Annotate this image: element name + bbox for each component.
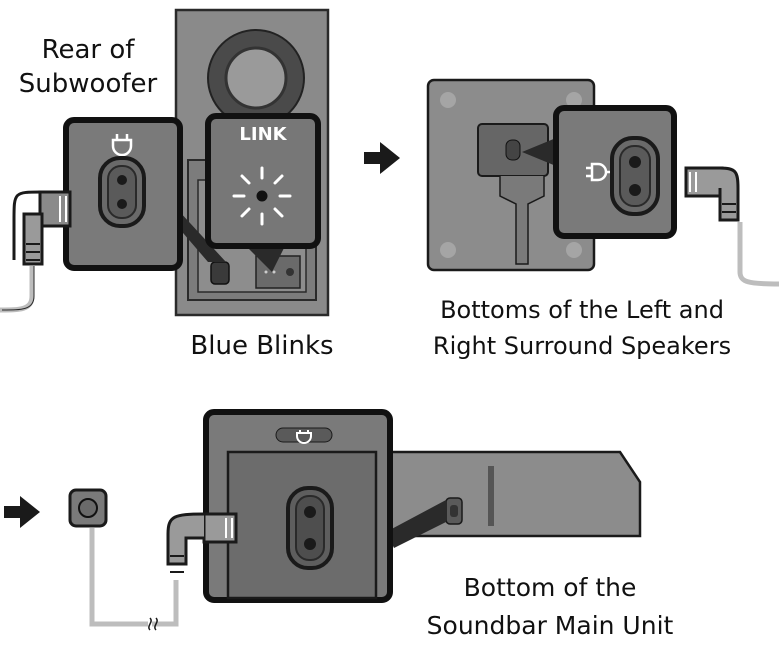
subwoofer-power-socket xyxy=(210,261,230,285)
link-callout: LINK xyxy=(205,113,321,272)
wall-outlet-icon xyxy=(68,488,108,528)
power-cable-icon xyxy=(0,190,44,313)
soundbar-label-line1: Bottom of the xyxy=(464,573,637,602)
led-blink-icon xyxy=(232,166,292,226)
subwoofer-socket-callout xyxy=(38,117,226,271)
surround-socket-callout xyxy=(522,105,677,239)
power-plug-icon xyxy=(111,134,133,160)
power-cable-icon xyxy=(684,166,779,287)
arrow-right-icon xyxy=(4,496,40,528)
surround-label-line1: Bottoms of the Left and xyxy=(440,296,724,324)
power-plug-icon xyxy=(586,162,610,182)
soundbar-socket-callout xyxy=(203,409,446,603)
link-badge: LINK xyxy=(239,124,287,145)
rear-subwoofer-label-line2: Subwoofer xyxy=(19,69,158,99)
arrow-right-icon xyxy=(364,142,400,174)
rear-subwoofer-label-line1: Rear of xyxy=(42,35,136,65)
surround-speaker-bottom xyxy=(426,78,596,272)
soundbar-label-line2: Soundbar Main Unit xyxy=(427,611,674,640)
blue-blinks-label: Blue Blinks xyxy=(190,331,333,361)
power-plug-icon xyxy=(296,430,312,444)
surround-label-line2: Right Surround Speakers xyxy=(433,332,731,360)
power-cable-icon xyxy=(89,512,238,631)
